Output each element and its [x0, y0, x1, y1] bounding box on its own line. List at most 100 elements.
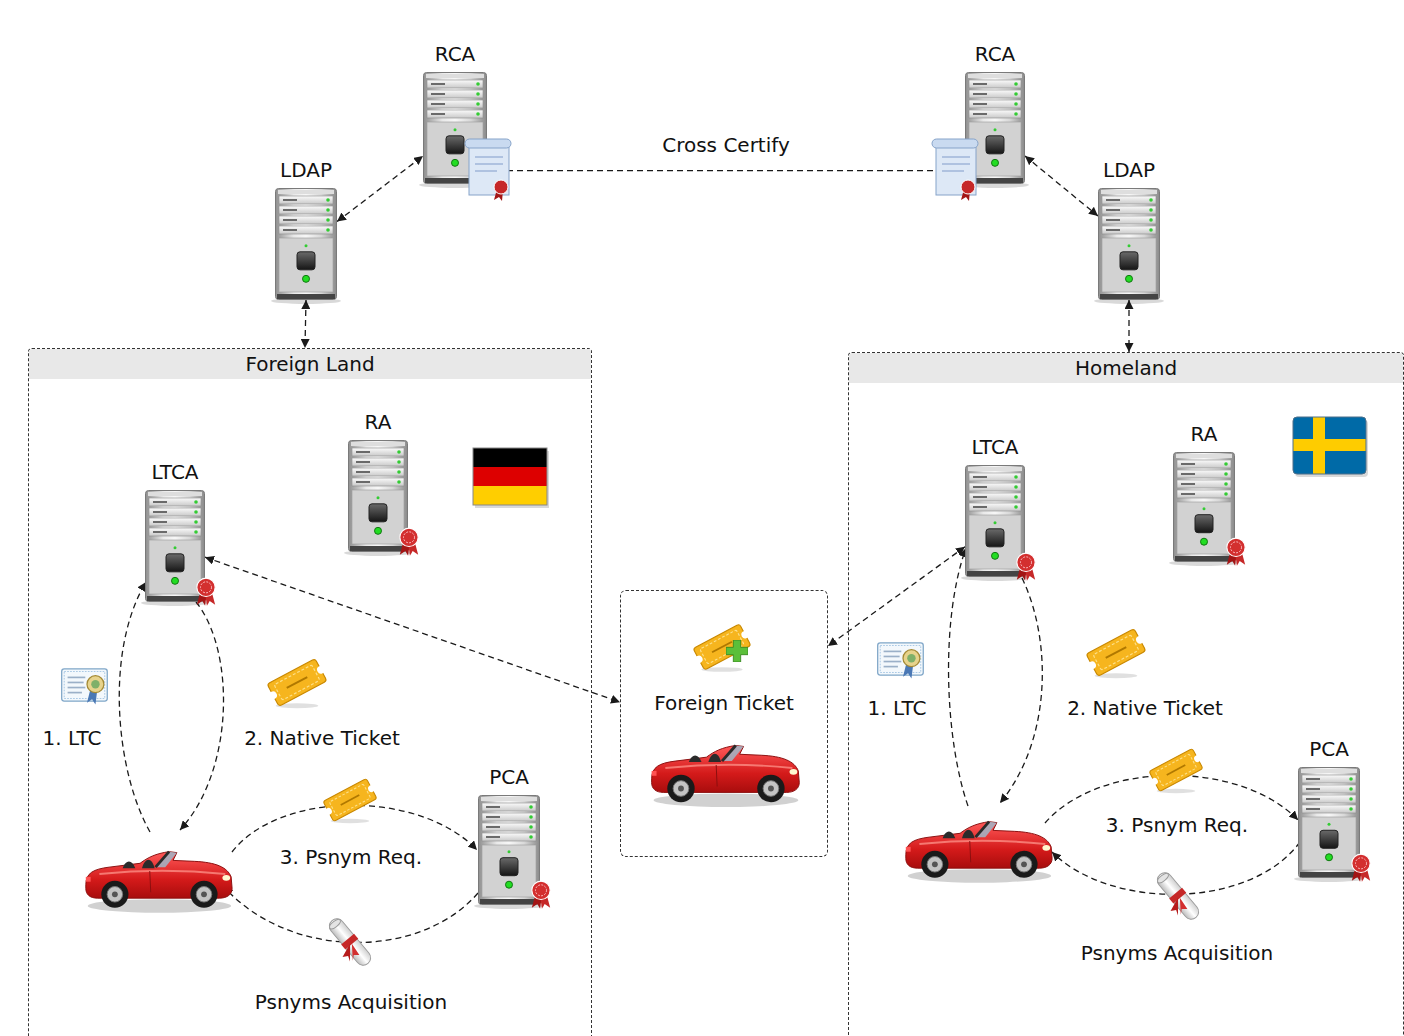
drive-led [194, 510, 198, 514]
drive-mark [1106, 219, 1120, 221]
server-icon [1098, 188, 1160, 300]
server-label: RA [1191, 422, 1218, 446]
server-screen [500, 858, 518, 876]
ticket-icon [1146, 747, 1206, 793]
status-led [508, 850, 511, 853]
server-panel [969, 515, 1021, 569]
certificate-scroll-icon [932, 139, 978, 201]
drive-bay [969, 473, 1021, 481]
region-header-band: Foreign Land [29, 349, 591, 379]
drive-bay [969, 100, 1021, 108]
server-body [479, 796, 540, 905]
drive-led [529, 835, 533, 839]
edge-label: Cross Certify [658, 133, 794, 157]
plus-icon [726, 640, 748, 662]
flag-cross [1293, 439, 1366, 451]
flag-stripe [473, 467, 547, 486]
server-icon [965, 465, 1025, 577]
drive-bay [482, 803, 536, 811]
power-led [1201, 538, 1208, 545]
server-panel [482, 845, 536, 897]
status-led [1128, 244, 1131, 247]
server-body [349, 441, 408, 552]
drive-led [1224, 462, 1228, 466]
drive-mark [283, 209, 297, 211]
drive-bay [482, 823, 536, 831]
server-cap [278, 190, 334, 194]
drive-mark [1181, 473, 1195, 475]
drive-mark [973, 103, 987, 105]
server-base [1175, 556, 1233, 561]
step-label: 3. Psnym Req. [1106, 813, 1248, 837]
status-led [377, 496, 380, 499]
status-led [994, 521, 997, 524]
ltca-server: LTCA [965, 465, 1025, 577]
badge-icon [1017, 553, 1035, 581]
flag-stripe [473, 448, 547, 467]
drive-mark [283, 199, 297, 201]
drive-led [529, 805, 533, 809]
power-led [1326, 854, 1333, 861]
drive-bay [969, 110, 1021, 118]
server-screen [986, 529, 1004, 547]
server-icon [1298, 767, 1360, 878]
drive-mark [973, 93, 987, 95]
badge-icon [1352, 854, 1370, 882]
german-flag [473, 448, 549, 508]
ldap-server: LDAP [275, 188, 337, 300]
power-led [506, 881, 513, 888]
server-label: LDAP [1103, 158, 1155, 182]
server-screen [297, 252, 315, 270]
step-label: 2. Native Ticket [244, 726, 400, 750]
certificate-icon [62, 669, 108, 704]
drive-mark [283, 229, 297, 231]
drive-mark [973, 476, 987, 478]
server-label: LTCA [971, 435, 1018, 459]
drive-bay [279, 206, 333, 214]
drive-led [1349, 797, 1353, 801]
ticket-icon [264, 657, 331, 708]
server-icon [348, 440, 408, 552]
drive-mark [356, 461, 370, 463]
power-led [452, 159, 459, 166]
pca-server: PCA [478, 795, 540, 905]
server-cap [968, 467, 1022, 471]
certificate-icon [878, 643, 924, 678]
drive-led [476, 82, 480, 86]
step-label: 1. LTC [868, 696, 927, 720]
drive-bay [427, 90, 483, 98]
server-base [350, 546, 406, 551]
connector [487, 170, 965, 171]
drive-bay [149, 528, 201, 536]
server-cap [968, 74, 1022, 78]
drive-mark [153, 531, 167, 533]
drive-mark [1106, 209, 1120, 211]
drive-mark [973, 83, 987, 85]
server-icon [423, 72, 487, 184]
drive-bay [427, 100, 483, 108]
drive-mark [486, 836, 500, 838]
drive-bay [1102, 226, 1156, 234]
server-screen [1320, 830, 1338, 848]
region-title: Homeland [1075, 356, 1177, 380]
drive-led [476, 112, 480, 116]
power-led [172, 577, 179, 584]
connector [1025, 156, 1098, 216]
drive-bay [1102, 206, 1156, 214]
server-base [1300, 872, 1358, 877]
country-region: Foreign LandLTCARAPCA [28, 348, 592, 1036]
power-led [1126, 275, 1133, 282]
drive-led [1149, 228, 1153, 232]
drive-led [1014, 475, 1018, 479]
drive-mark [1106, 229, 1120, 231]
server-label: LTCA [151, 460, 198, 484]
pca-server: PCA [1298, 767, 1360, 878]
drive-led [397, 460, 401, 464]
drive-bay [969, 80, 1021, 88]
drive-led [326, 218, 330, 222]
drive-mark [431, 93, 445, 95]
server-cap [148, 492, 202, 496]
server-panel [969, 122, 1021, 176]
connector [205, 557, 620, 702]
status-led [454, 128, 457, 131]
